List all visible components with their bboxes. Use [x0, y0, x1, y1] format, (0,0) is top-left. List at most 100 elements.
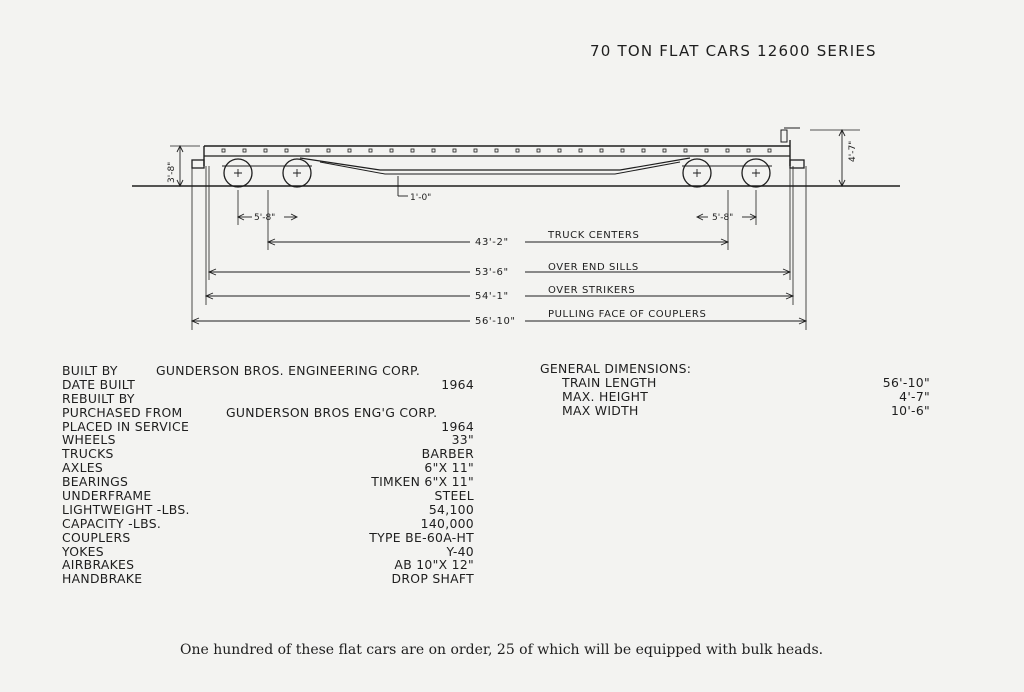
spec-row-rebuilt-by: REBUILT BY — [62, 391, 474, 406]
stake-pocket — [620, 148, 625, 153]
general-label: MAX WIDTH — [562, 402, 639, 418]
stake-pocket — [746, 148, 751, 153]
wheel-2 — [282, 158, 312, 188]
stake-pockets — [221, 148, 772, 153]
general-heading: GENERAL DIMENSIONS: — [540, 361, 692, 376]
spec-label: PLACED IN SERVICE — [62, 418, 190, 434]
spec-value: GUNDERSON BROS ENG'G CORP. — [226, 404, 438, 420]
stake-pocket — [431, 148, 436, 153]
stake-pocket — [704, 148, 709, 153]
stake-pocket — [578, 148, 583, 153]
general-value: 10'-6" — [890, 402, 930, 418]
spec-value: 6"X 11" — [424, 460, 474, 476]
extension-lines — [170, 129, 860, 330]
clearance-label: 1'-0" — [410, 193, 431, 203]
spec-row-lightweight: LIGHTWEIGHT -LBS. 54,100 — [62, 503, 474, 517]
spec-row-yokes: YOKES Y-40 — [62, 543, 474, 559]
dim-truck-centers-label: TRUCK CENTERS — [547, 230, 639, 241]
handbrake-stand — [780, 129, 788, 143]
dim-end-sills-value: 53'-6" — [475, 267, 509, 278]
spec-label: UNDERFRAME — [62, 488, 152, 504]
spec-value: TYPE BE-60A-HT — [369, 529, 474, 545]
spec-label: LIGHTWEIGHT -LBS. — [62, 501, 190, 517]
spec-label: PURCHASED FROM — [62, 404, 183, 420]
wheelbase-dimensions — [236, 213, 758, 221]
spec-row-date-built: DATE BUILT 1964 — [62, 376, 474, 392]
stake-pocket — [662, 148, 667, 153]
spec-value: 54,100 — [428, 501, 474, 517]
coupler-right — [789, 159, 805, 169]
spec-row-placed-in-service: PLACED IN SERVICE 1964 — [62, 418, 474, 434]
stake-pocket — [725, 148, 730, 153]
dim-end-sills-label: OVER END SILLS — [548, 262, 639, 273]
wheel-3 — [682, 158, 712, 188]
wheelbase-right-label: 5'-8" — [712, 213, 733, 223]
spec-label: HANDBRAKE — [62, 571, 143, 587]
stake-pocket — [326, 148, 331, 153]
wheel-4 — [741, 158, 771, 188]
stake-pocket — [494, 148, 499, 153]
stake-pocket — [515, 148, 520, 153]
spec-label: YOKES — [62, 543, 104, 559]
spec-label: BUILT BY — [62, 363, 118, 378]
length-dimension-lines — [190, 238, 808, 325]
general-row-max-width: MAX WIDTH 10'-6" — [540, 402, 930, 418]
height-dimensions — [176, 128, 846, 197]
spec-row-couplers: COUPLERS TYPE BE-60A-HT — [62, 529, 474, 545]
stake-pocket — [242, 148, 247, 153]
stake-pocket — [683, 148, 688, 153]
spec-label: TRUCKS — [62, 446, 114, 462]
general-value: 56'-10" — [882, 374, 930, 390]
wheel-1 — [223, 158, 253, 188]
spec-row-capacity: CAPACITY -LBS. 140,000 — [62, 515, 474, 531]
specifications-list: BUILT BY GUNDERSON BROS. ENGINEERING CORP… — [62, 364, 474, 586]
dim-strikers-label: OVER STRIKERS — [548, 285, 635, 296]
spec-value: 140,000 — [420, 515, 474, 531]
spec-label: CAPACITY -LBS. — [62, 515, 162, 531]
spec-value: 33" — [451, 432, 474, 448]
page-title: 70 TON FLAT CARS 12600 SERIES — [590, 42, 877, 60]
spec-value: 1964 — [441, 376, 474, 392]
spec-row-handbrake: HANDBRAKE DROP SHAFT — [62, 572, 474, 586]
spec-row-axles: AXLES 6"X 11" — [62, 461, 474, 475]
trucks — [191, 158, 805, 188]
coupler-left — [191, 159, 205, 169]
dim-couplers-value: 56'-10" — [475, 316, 516, 327]
stake-pocket — [410, 148, 415, 153]
spec-row-underframe: UNDERFRAME STEEL — [62, 489, 474, 503]
stake-pocket — [536, 148, 541, 153]
spec-value: TIMKEN 6"X 11" — [371, 474, 474, 490]
stake-pocket — [599, 148, 604, 153]
spec-label: AXLES — [62, 460, 104, 476]
dim-truck-centers-value: 43'-2" — [475, 237, 509, 248]
stake-pocket — [221, 148, 226, 153]
stake-pocket — [473, 148, 478, 153]
spec-value: Y-40 — [446, 543, 474, 559]
order-note: One hundred of these flat cars are on or… — [180, 642, 824, 658]
stake-pocket — [452, 148, 457, 153]
dim-strikers-value: 54'-1" — [475, 291, 509, 302]
stake-pocket — [368, 148, 373, 153]
spec-value: DROP SHAFT — [391, 571, 474, 587]
spec-value: STEEL — [434, 488, 474, 504]
spec-label: COUPLERS — [62, 529, 131, 545]
stake-pocket — [347, 148, 352, 153]
general-value: 4'-7" — [899, 388, 930, 404]
stake-pocket — [284, 148, 289, 153]
spec-value: 1964 — [441, 418, 474, 434]
stake-pocket — [263, 148, 268, 153]
height-right-label: 4'-7" — [848, 141, 858, 162]
spec-label: AIRBRAKES — [62, 557, 135, 573]
spec-value: GUNDERSON BROS. ENGINEERING CORP. — [156, 363, 421, 378]
spec-label: DATE BUILT — [62, 376, 136, 392]
stake-pocket — [557, 148, 562, 153]
